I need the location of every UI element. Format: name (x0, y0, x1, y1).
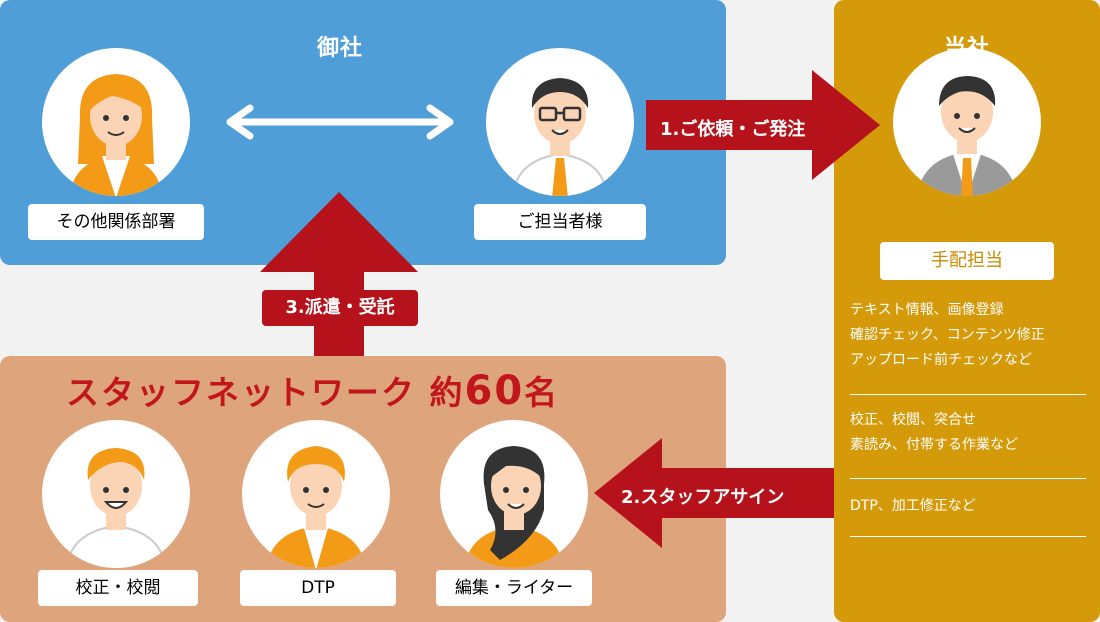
client-title: 御社 (316, 36, 363, 61)
task-item: テキスト情報、画像登録 (850, 302, 1004, 318)
request-order-arrow-label: 1.ご依頼・ご発注 (660, 119, 806, 140)
request-order-arrow-icon (646, 70, 880, 180)
staff-assign-arrow-label: 2.スタッフアサイン (621, 487, 785, 508)
staff-network-title-suffix: 名 (524, 373, 560, 412)
task-item: 素読み、付帯する作業など (850, 437, 1018, 453)
task-group-dtp: DTP、加工修正など (850, 494, 1086, 519)
staff-network-title: スタッフネットワーク 約60名 (66, 366, 559, 414)
coordinator-avatar (893, 48, 1041, 196)
staff-count: 60 (464, 368, 525, 414)
task-group-proofreading: 校正、校閲、突合せ 素読み、付帯する作業など (850, 408, 1086, 458)
dtp-operator-avatar (242, 420, 390, 568)
task-divider (850, 536, 1086, 537)
task-item: アップロード前チェックなど (850, 352, 1032, 368)
task-item: 確認チェック、コンテンツ修正 (850, 327, 1045, 343)
task-list: テキスト情報、画像登録 確認チェック、コンテンツ修正 アップロード前チェックなど… (834, 0, 1100, 622)
other-department-avatar (42, 48, 190, 196)
editor-writer-avatar (440, 420, 588, 568)
staff-assign-arrow-icon (594, 438, 834, 548)
dispatch-contract-arrow-icon (260, 192, 418, 356)
task-item: 校正、校閲、突合せ (850, 412, 976, 428)
task-group-content: テキスト情報、画像登録 確認チェック、コンテンツ修正 アップロード前チェックなど (850, 298, 1086, 373)
task-divider (850, 478, 1086, 479)
task-item: DTP、加工修正など (850, 498, 976, 514)
staff-network-title-prefix: スタッフネットワーク 約 (66, 373, 465, 412)
member-label-editor: 編集・ライター (436, 570, 592, 606)
contact-person-label: ご担当者様 (474, 204, 646, 240)
task-divider (850, 394, 1086, 395)
member-label-proofreading: 校正・校閲 (38, 570, 198, 606)
double-arrow-icon (226, 104, 454, 140)
member-label-dtp: DTP (240, 570, 396, 606)
coordinator-role-label: 手配担当 (880, 242, 1054, 280)
proofreader-avatar (42, 420, 190, 568)
other-department-label: その他関係部署 (28, 204, 204, 240)
contact-person-avatar (486, 48, 634, 196)
dispatch-contract-arrow-label: 3.派遣・受託 (262, 290, 418, 326)
